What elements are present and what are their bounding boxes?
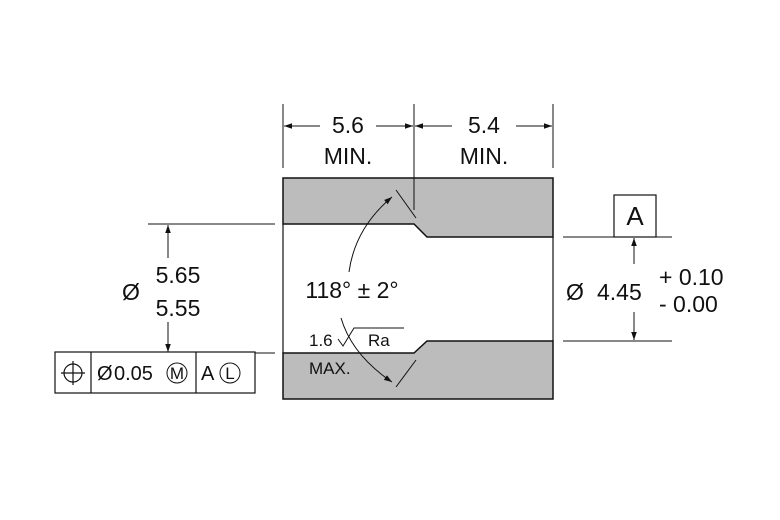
outer-diameter-lower: 5.55 bbox=[156, 295, 201, 321]
length-left-note: MIN. bbox=[324, 143, 373, 169]
chamfer-angle-label: 118° ± 2° bbox=[305, 277, 398, 303]
material-modifier-circle bbox=[166, 362, 188, 384]
outer-diameter-upper: 5.65 bbox=[156, 262, 201, 288]
datum-box bbox=[613, 194, 657, 238]
bore-tolerance-plus: + 0.10 bbox=[659, 264, 724, 290]
bore-tolerance-minus: - 0.00 bbox=[659, 291, 718, 317]
fcf-border bbox=[54, 351, 256, 394]
bore-diameter-symbol: Ø bbox=[566, 279, 584, 305]
roughness-note: MAX. bbox=[309, 359, 351, 378]
fcf-tolerance: 0.05 bbox=[114, 363, 153, 385]
length-right-note: MIN. bbox=[460, 143, 509, 169]
angle-dimension: 118° ± 2° bbox=[305, 189, 417, 388]
bore-diameter-dimension: Ø 4.45 + 0.10 - 0.00 A bbox=[563, 194, 724, 342]
feature-control-frame: Ø 0.05 M A L bbox=[54, 351, 256, 394]
datum-label: A bbox=[626, 201, 644, 231]
angle-arc-upper bbox=[348, 196, 393, 273]
datum-modifier-circle bbox=[219, 362, 241, 384]
surface-roughness: 1.6 Ra MAX. bbox=[309, 327, 404, 378]
fcf-material-modifier: M bbox=[170, 364, 184, 383]
bore-diameter-value: 4.45 bbox=[597, 279, 642, 305]
roughness-param: Ra bbox=[368, 331, 390, 350]
outer-diameter-symbol: Ø bbox=[122, 279, 140, 305]
length-dimensions: 5.6 MIN. 5.4 MIN. bbox=[282, 104, 554, 210]
position-icon bbox=[61, 361, 85, 385]
roughness-value: 1.6 bbox=[309, 331, 333, 350]
angle-arc-lower bbox=[340, 317, 393, 383]
fcf-datum-modifier: L bbox=[225, 364, 234, 383]
length-right-value: 5.4 bbox=[468, 112, 500, 138]
angle-ext-line-bottom bbox=[395, 359, 417, 388]
angle-ext-line-top bbox=[395, 189, 417, 219]
outer-diameter-dimension: Ø 5.65 5.55 bbox=[122, 223, 275, 354]
fcf-datum: A bbox=[201, 363, 215, 385]
roughness-check-icon bbox=[337, 327, 404, 347]
top-wall-section bbox=[282, 177, 554, 238]
fcf-diameter-symbol: Ø bbox=[97, 363, 113, 385]
length-left-value: 5.6 bbox=[332, 112, 364, 138]
part-section bbox=[282, 177, 554, 400]
